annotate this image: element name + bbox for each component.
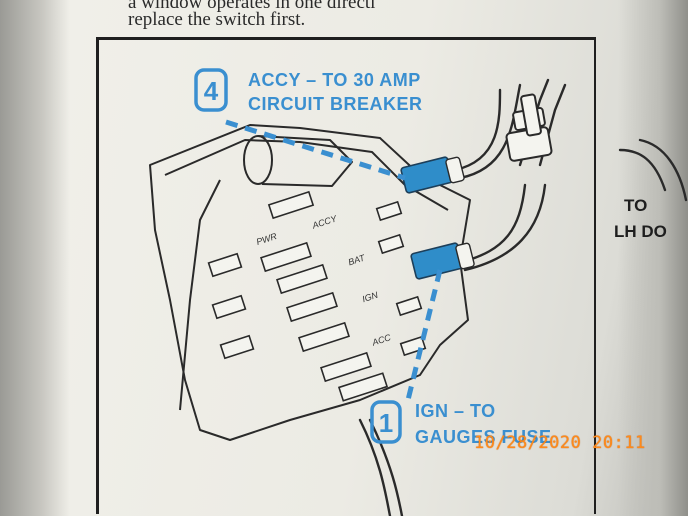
fuse-slots bbox=[207, 190, 427, 402]
callout-bottom-line-2: GAUGES FUSE bbox=[415, 427, 552, 447]
callout-number-bottom: 1 bbox=[379, 408, 393, 438]
callout-top-line-1: ACCY – TO 30 AMP bbox=[248, 70, 421, 90]
callout-boxes bbox=[194, 68, 402, 444]
side-label-line-2: LH DO bbox=[614, 222, 667, 241]
page-shadow-right bbox=[618, 0, 688, 516]
body-text-line-1: a window operates in one directi bbox=[128, 0, 376, 13]
callout-number-top: 4 bbox=[204, 76, 219, 106]
body-text-line-2: replace the switch first. bbox=[128, 9, 306, 30]
callout-top-line-2: CIRCUIT BREAKER bbox=[248, 94, 423, 114]
wire-connector bbox=[505, 93, 553, 162]
date-timestamp: 10/28/2020 20:11 bbox=[474, 433, 646, 453]
page-shadow-left bbox=[0, 0, 70, 516]
callout-bottom-line-1: IGN – TO bbox=[415, 401, 496, 421]
side-label-line-1: TO bbox=[624, 196, 648, 215]
connector-caps bbox=[445, 156, 475, 270]
leader-lines bbox=[225, 119, 443, 401]
illustration-frame bbox=[96, 37, 596, 514]
